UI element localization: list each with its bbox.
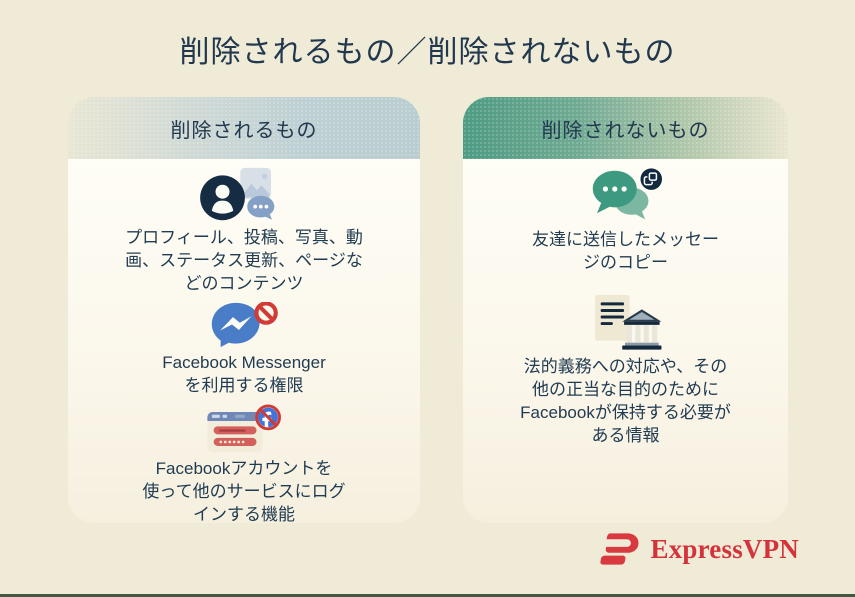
facebook-login-blocked-icon [203, 404, 285, 454]
card-deleted-header: 削除されるもの [68, 97, 420, 159]
expressvpn-wordmark: ExpressVPN [650, 533, 799, 564]
card-deleted-body: プロフィール、投稿、写真、動 画、ステータス更新、ページな どのコンテンツ Fa… [68, 159, 420, 523]
card-not-deleted-body: 友達に送信したメッセー ジのコピー [463, 159, 788, 523]
expressvpn-logo-icon [598, 530, 640, 568]
bottom-border [0, 594, 855, 597]
list-item: Facebookアカウントを 使って他のサービスにログ インする機能 [142, 404, 346, 523]
item-text: プロフィール、投稿、写真、動 画、ステータス更新、ページな どのコンテンツ [125, 228, 363, 293]
list-item: プロフィール、投稿、写真、動 画、ステータス更新、ページな どのコンテンツ [125, 167, 363, 295]
item-text: 法的義務への対応や、その 他の正当な目的のために Facebookが保持する必要… [520, 357, 731, 445]
card-not-deleted-header: 削除されないもの [463, 97, 788, 159]
cards-row: 削除されるもの [68, 97, 788, 523]
messenger-blocked-icon [208, 301, 280, 348]
list-item: 友達に送信したメッセー ジのコピー [532, 167, 719, 274]
card-not-deleted-title: 削除されないもの [541, 119, 710, 142]
card-deleted-title: 削除されるもの [170, 119, 318, 142]
item-text: Facebook Messenger を利用する権限 [162, 353, 326, 395]
item-text: 友達に送信したメッセー ジのコピー [532, 230, 719, 272]
item-text: Facebookアカウントを 使って他のサービスにログ インする機能 [142, 459, 346, 523]
list-item: 法的義務への対応や、その 他の正当な目的のために Facebookが保持する必要… [520, 294, 731, 447]
message-copy-icon [587, 167, 665, 225]
list-item: Facebook Messenger を利用する権限 [162, 301, 326, 397]
profile-content-icon [198, 167, 290, 223]
legal-documents-icon [587, 294, 663, 352]
card-deleted: 削除されるもの [68, 97, 420, 523]
brand-logo: ExpressVPN [598, 530, 799, 568]
card-not-deleted: 削除されないもの [463, 97, 788, 523]
page-title: 削除されるもの／削除されないもの [179, 36, 676, 69]
